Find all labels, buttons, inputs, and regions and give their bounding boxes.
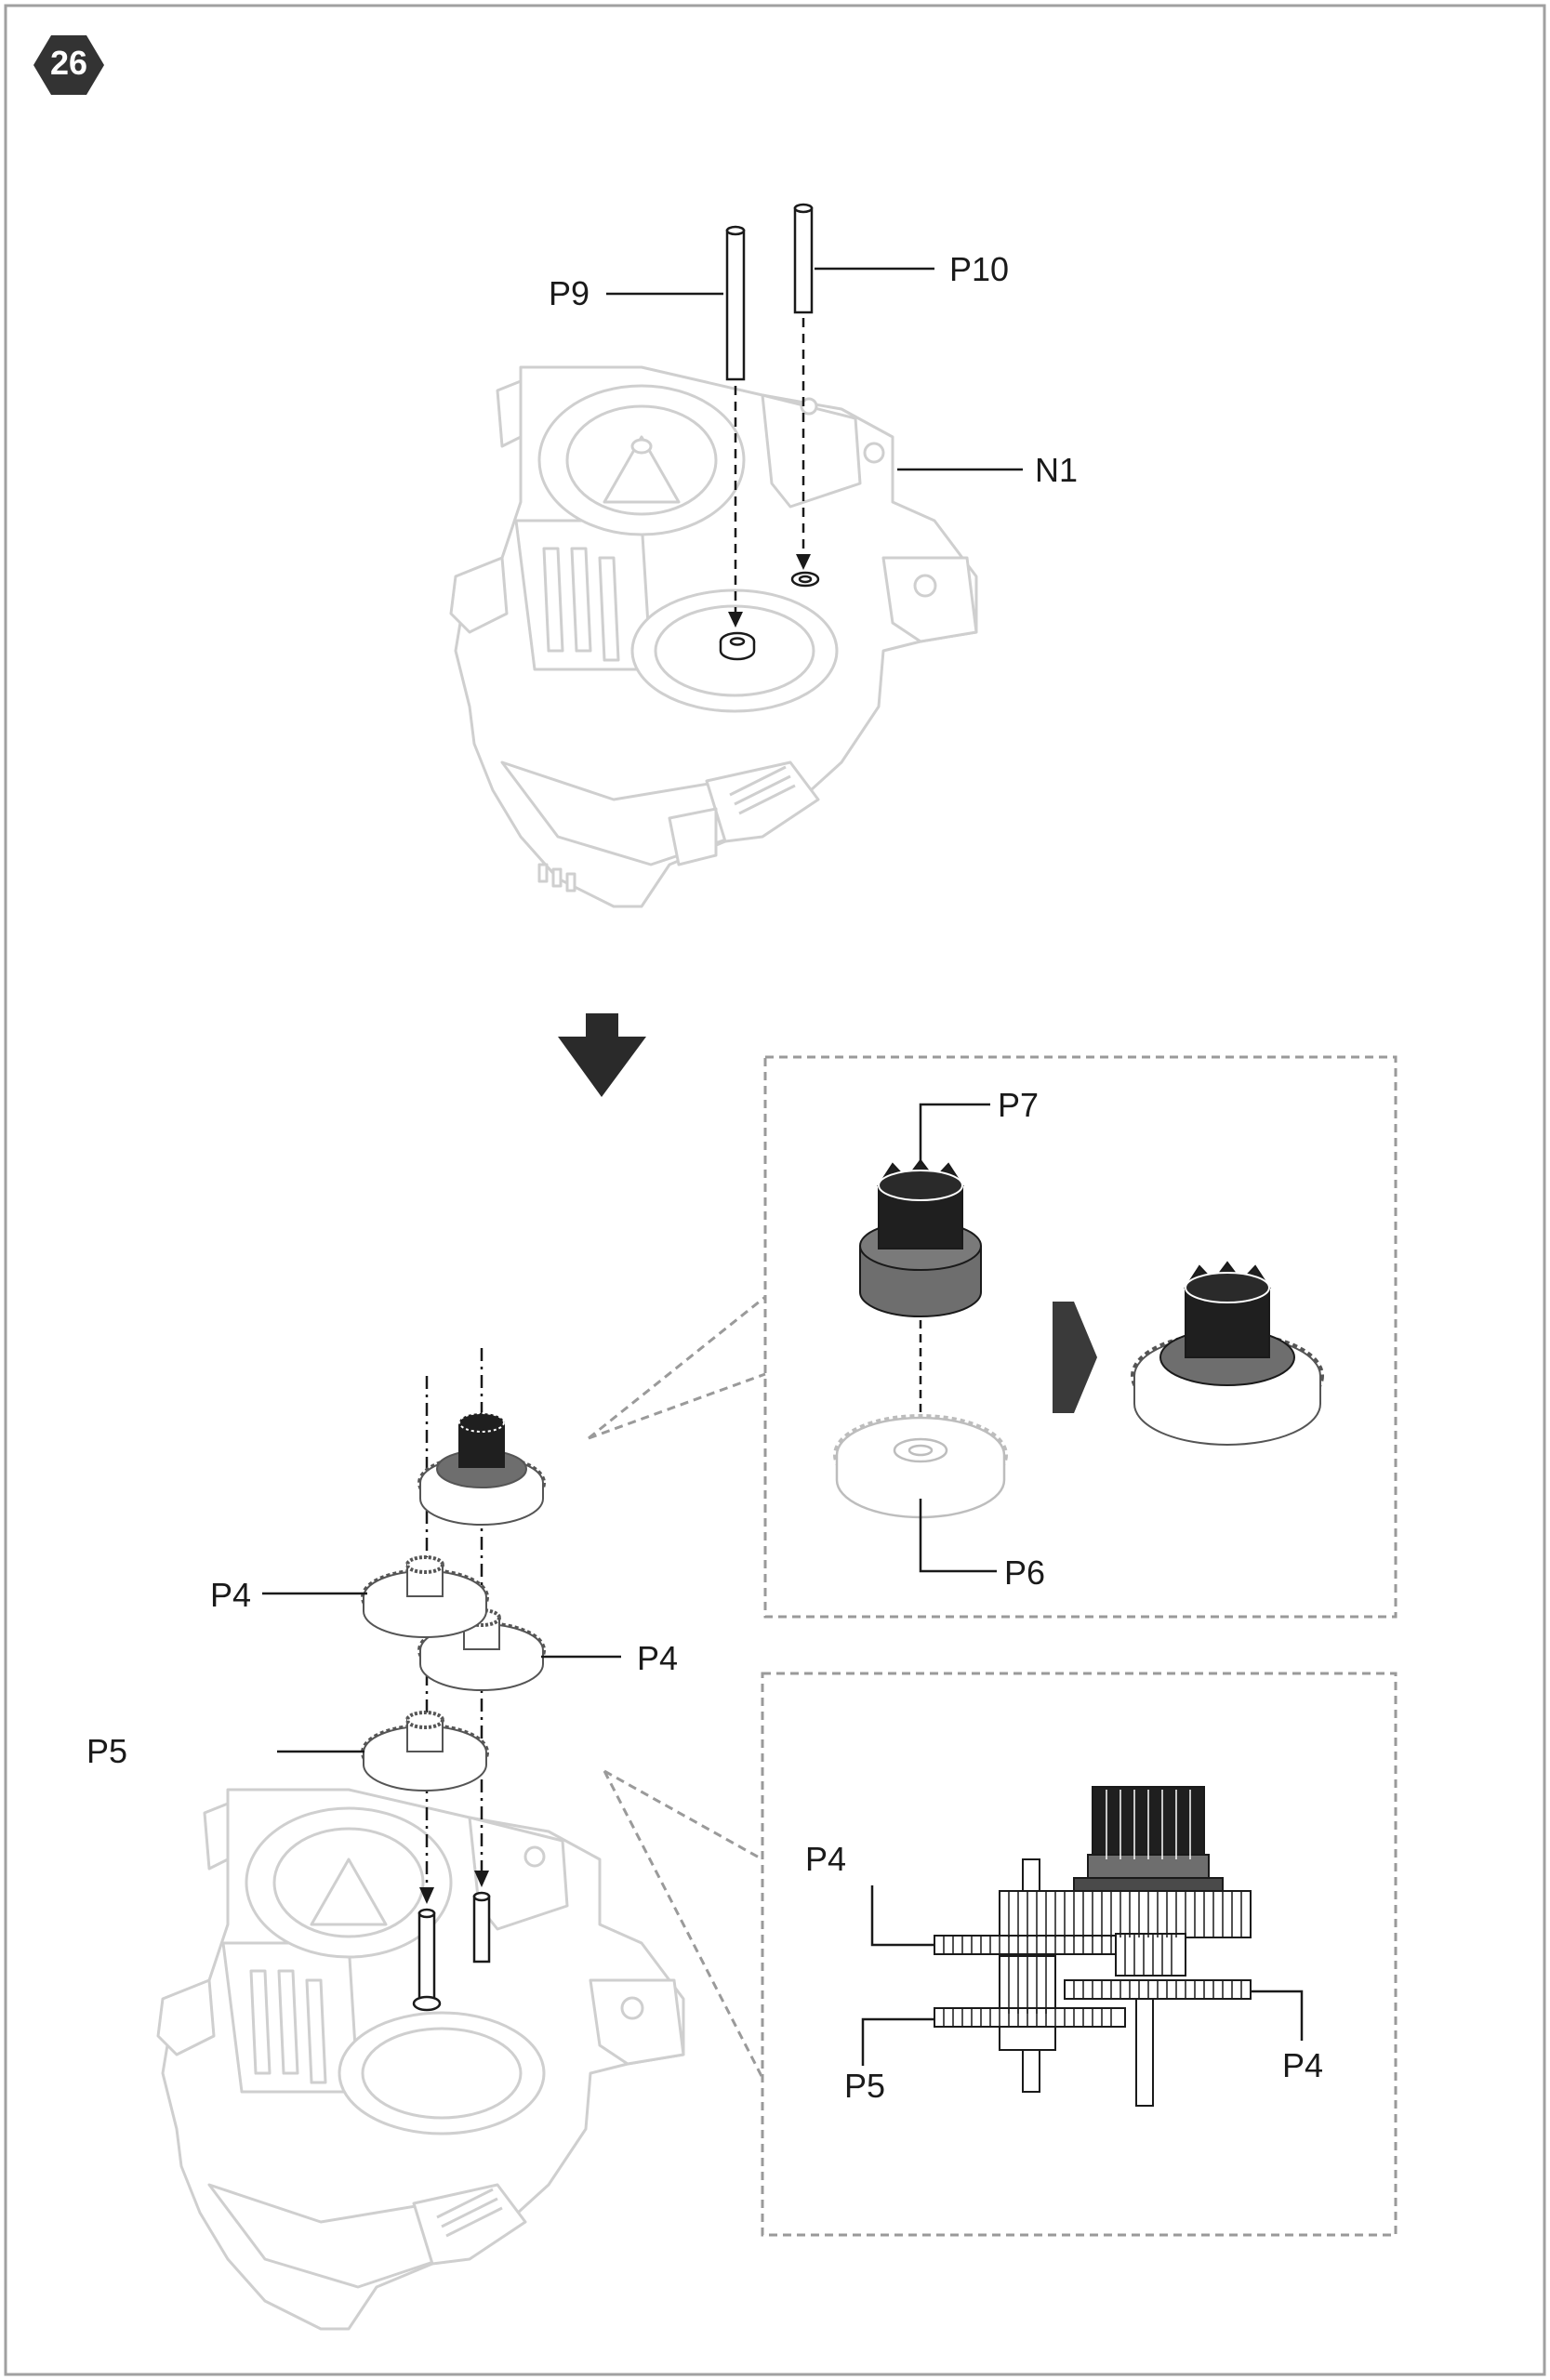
detail-box-top bbox=[763, 1055, 1398, 1619]
label-p9: P9 bbox=[549, 274, 590, 312]
label-detail-p4-top-left: P4 bbox=[805, 1840, 847, 1878]
gear-top-pinion-teeth bbox=[1106, 1790, 1191, 1859]
gear-teeth-hatching bbox=[943, 1891, 1242, 2027]
label-stack-p4-right: P4 bbox=[637, 1639, 679, 1677]
gear-p6-p7-combined bbox=[417, 1412, 546, 1526]
right-arrow-icon bbox=[1053, 1302, 1097, 1413]
pin-p9 bbox=[725, 225, 746, 381]
housing-n1-top bbox=[449, 365, 978, 908]
installed-pin-right bbox=[472, 1891, 491, 1964]
pin-p10 bbox=[793, 203, 814, 314]
label-p10: P10 bbox=[949, 250, 1010, 288]
step-number: 26 bbox=[49, 44, 88, 82]
gear-assembled bbox=[1131, 1261, 1324, 1446]
gear-axis-arrows bbox=[419, 1871, 489, 1904]
pinion-p7 bbox=[859, 1158, 982, 1317]
leader-lines-stack bbox=[262, 1592, 621, 1753]
leader-lines-top bbox=[606, 267, 1023, 471]
detail-box-bottom bbox=[761, 1672, 1398, 2237]
label-stack-p5: P5 bbox=[86, 1732, 128, 1770]
bushing-left bbox=[719, 631, 756, 661]
installed-pin-left bbox=[412, 1908, 442, 2012]
leader-lines-detail-top bbox=[919, 1103, 997, 1573]
down-arrow-icon bbox=[558, 1013, 646, 1097]
label-detail-p7: P7 bbox=[998, 1086, 1040, 1124]
gear-p5-stack bbox=[361, 1711, 489, 1792]
gear-p4-left-stack bbox=[361, 1555, 489, 1638]
label-detail-p4-right: P4 bbox=[1282, 2046, 1324, 2084]
bushing-right bbox=[790, 571, 820, 588]
label-detail-p5: P5 bbox=[844, 2067, 886, 2105]
step-badge-hexagon bbox=[33, 35, 104, 95]
callout-connectors bbox=[588, 1295, 766, 2079]
label-stack-p4-left: P4 bbox=[210, 1576, 252, 1614]
label-detail-p6: P6 bbox=[1004, 1554, 1046, 1592]
insert-arrow-p10 bbox=[796, 318, 811, 570]
gear-p4-right-stack bbox=[417, 1608, 546, 1691]
label-n1: N1 bbox=[1035, 451, 1079, 489]
insert-arrow-p9 bbox=[728, 386, 743, 628]
leader-lines-detail-bottom bbox=[861, 1885, 1304, 2066]
page-border bbox=[4, 4, 1546, 2376]
housing-lower bbox=[156, 1788, 685, 2331]
